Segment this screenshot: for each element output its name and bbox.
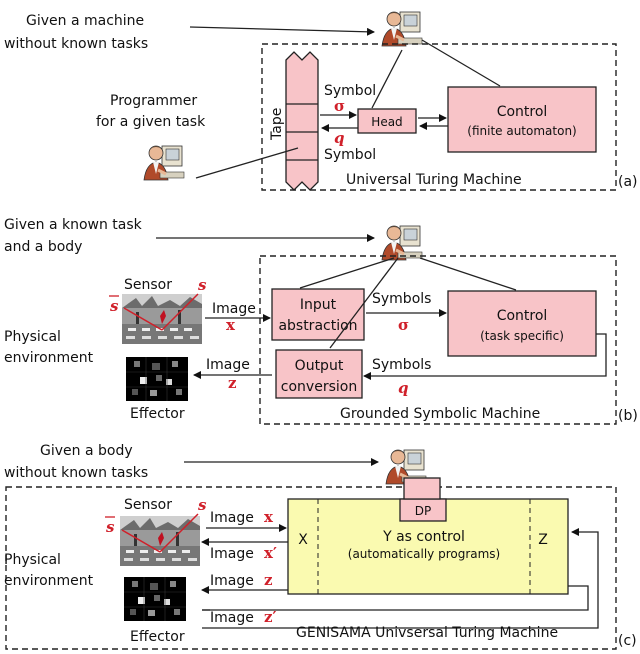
image4-label: Image (210, 610, 254, 626)
programmer-icon (142, 144, 186, 182)
panel-a-intro-line1: Given a machine (26, 13, 144, 29)
x-label-b: x (226, 316, 236, 334)
symbol-bottom-label: Symbol (324, 147, 376, 163)
panel-b-tag: (b) (618, 408, 638, 424)
z-prime-label: z′ (264, 608, 277, 626)
output-line1: Output (295, 358, 344, 374)
programmer-line1: Programmer (110, 93, 197, 109)
image-z-label-b: Image (206, 357, 250, 373)
panel-a-tag: (a) (618, 174, 638, 190)
phys-line1-c: Physical (4, 552, 61, 568)
output-conversion-box (275, 349, 363, 399)
phys-line1-b: Physical (4, 329, 61, 345)
person-icon (380, 10, 424, 48)
q-a: q (334, 129, 345, 147)
s-bar-label-b: s (110, 297, 119, 315)
machine-name-b: Grounded Symbolic Machine (340, 406, 540, 422)
control-title-a: Control (497, 104, 548, 120)
q-b: q (398, 379, 409, 397)
panel-c-intro-line2: without known tasks (4, 465, 148, 481)
panel-b: Given a known task and a body Sensor s s… (4, 217, 638, 425)
genisama-machine-box (5, 486, 617, 650)
output-line2: conversion (281, 379, 357, 395)
effector-label-b: Effector (130, 406, 185, 422)
effector-grid-b (125, 356, 189, 402)
effector-label-c: Effector (130, 629, 185, 645)
s-label-c: s (198, 496, 207, 514)
z-label-c: z (264, 571, 273, 589)
control-title-b: Control (497, 308, 548, 324)
panel-c: Given a body without known tasks Sensor … (4, 443, 637, 650)
head-label: Head (371, 115, 402, 129)
x-label-c: x (264, 508, 274, 526)
input-line1: Input (300, 297, 337, 313)
y-sub: (automatically programs) (348, 547, 500, 561)
dp-stem (403, 477, 441, 500)
input-line2: abstraction (278, 318, 357, 334)
symbol-top-label: Symbol (324, 83, 376, 99)
panel-c-tag: (c) (618, 633, 637, 649)
phys-line2-b: environment (4, 350, 94, 366)
y-title: Y as control (382, 529, 465, 545)
sigma-a: σ (334, 97, 345, 115)
machine-name-c: GENISAMA Univsersal Turing Machine (296, 625, 558, 641)
x-prime-label: x′ (264, 544, 277, 562)
image2-label: Image (210, 546, 254, 562)
panel-b-intro-line2: and a body (4, 239, 82, 255)
image-x-label-b: Image (212, 301, 256, 317)
effector-grid-c (123, 576, 187, 622)
sensor-label-b: Sensor (124, 277, 172, 293)
symbols-bottom-label: Symbols (372, 357, 431, 373)
image3-label: Image (210, 573, 254, 589)
machine-name-a: Universal Turing Machine (346, 172, 522, 188)
input-abstraction-box (271, 288, 365, 341)
control-sub-b: (task specific) (480, 329, 564, 343)
s-bar-label-c: s (106, 518, 115, 536)
panel-a-intro-line2: without known tasks (4, 36, 148, 52)
arrow-intro-to-person-a (189, 26, 375, 36)
panel-c-intro-line1: Given a body (40, 443, 133, 459)
z-label-b: z (228, 374, 237, 392)
dp-label: DP (415, 504, 431, 518)
image1-label: Image (210, 510, 254, 526)
z-area-label: Z (538, 532, 548, 548)
symbols-top-label: Symbols (372, 291, 431, 307)
tape-label: Tape (269, 108, 285, 141)
x-area-label: X (298, 532, 308, 548)
control-box-b (447, 290, 597, 357)
sigma-b: σ (398, 316, 409, 334)
grounded-symbolic-machine-box (259, 255, 617, 425)
programmer-line2: for a given task (96, 114, 206, 130)
sensor-label-c: Sensor (124, 497, 172, 513)
panel-b-intro-line1: Given a known task (4, 217, 143, 233)
control-box-a (447, 86, 597, 153)
head-box (357, 108, 417, 134)
s-label-b: s (198, 276, 207, 294)
phys-line2-c: environment (4, 573, 94, 589)
panel-a: Given a machine without known tasks Tape… (4, 10, 638, 191)
control-sub-a: (finite automaton) (467, 124, 576, 138)
tape-shape (285, 51, 319, 191)
person-icon-b (380, 224, 424, 262)
